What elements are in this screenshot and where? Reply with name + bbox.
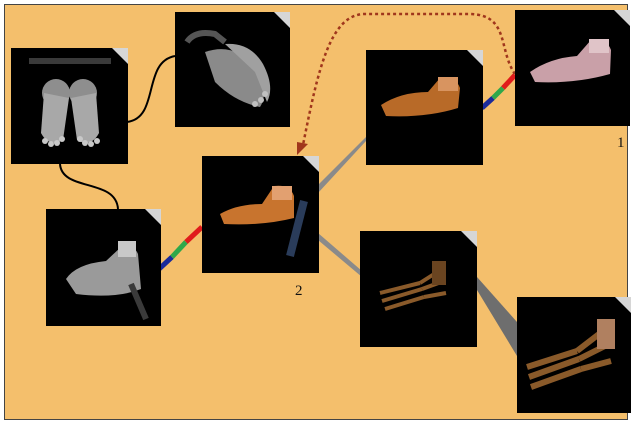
feet-top-render bbox=[29, 58, 111, 147]
colormap-link-right-red bbox=[501, 73, 517, 90]
page-corner-icon bbox=[614, 10, 630, 26]
pink-foot-render bbox=[530, 39, 611, 83]
orange-foot-render bbox=[381, 77, 460, 117]
brown-bones-render bbox=[379, 261, 447, 311]
link-topview-to-grayskin bbox=[59, 163, 119, 210]
render-tile-orange-center[interactable] bbox=[202, 156, 319, 273]
page-corner-icon bbox=[615, 297, 631, 313]
render-tile-brown-bones[interactable] bbox=[360, 231, 477, 347]
gray-feet-render bbox=[184, 30, 271, 107]
page-corner-icon bbox=[112, 48, 128, 64]
history-arrow bbox=[301, 12, 517, 146]
page-corner-icon bbox=[274, 12, 290, 28]
node-label-1: 1 bbox=[617, 135, 625, 151]
render-tile-top-view[interactable] bbox=[11, 48, 128, 164]
colormap-link-right-green bbox=[491, 86, 505, 100]
gray-link-center-to-brown bbox=[318, 233, 362, 277]
page-corner-icon bbox=[145, 209, 161, 225]
render-tile-brown-closeup[interactable] bbox=[517, 297, 631, 413]
link-topview-to-grayside bbox=[126, 55, 176, 123]
node-label-2: 2 bbox=[295, 283, 303, 299]
render-tile-orange-upper[interactable] bbox=[366, 50, 483, 165]
orange-foot-render bbox=[220, 185, 308, 257]
colormap-link-left-red bbox=[184, 225, 204, 244]
render-tile-gray-side[interactable] bbox=[175, 12, 290, 127]
colormap-link-left-green bbox=[170, 240, 188, 259]
page-corner-icon bbox=[303, 156, 319, 172]
gray-link-center-to-upper bbox=[318, 137, 366, 193]
history-arrowhead bbox=[297, 142, 308, 155]
colormap-link-right-blue bbox=[480, 96, 495, 110]
page-corner-icon bbox=[461, 231, 477, 247]
render-tile-gray-skin[interactable] bbox=[46, 209, 161, 326]
render-tile-pink-skin[interactable] bbox=[515, 10, 630, 126]
gray-foot-render bbox=[66, 241, 149, 321]
brown-bones-closeup-render bbox=[526, 319, 615, 390]
zoom-link-brown-to-closeup bbox=[477, 277, 517, 356]
page-corner-icon bbox=[467, 50, 483, 66]
